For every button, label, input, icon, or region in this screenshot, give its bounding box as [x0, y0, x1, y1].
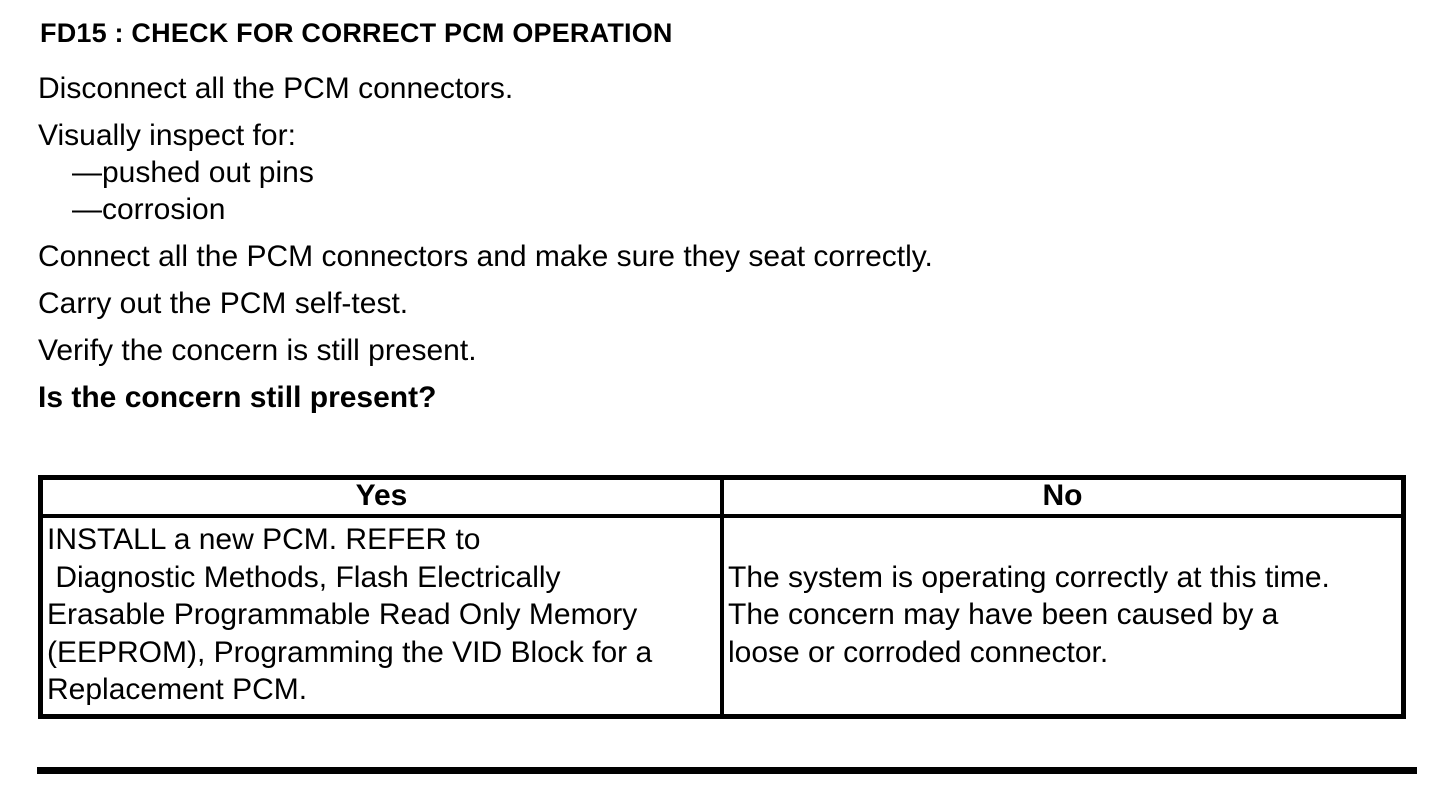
- inspect-item-pushed-out-pins: —pushed out pins: [72, 156, 314, 189]
- no-action-cell: The system is operating correctly at thi…: [720, 514, 1406, 718]
- test-step-title: FD15 : CHECK FOR CORRECT PCM OPERATION: [40, 18, 673, 48]
- instruction-inspect: Visually inspect for:: [38, 119, 296, 152]
- decision-table-action-row: INSTALL a new PCM. REFER to Diagnostic M…: [38, 514, 1406, 718]
- instruction-self-test: Carry out the PCM self-test.: [38, 287, 409, 320]
- inspect-list: —pushed out pins —corrosion: [38, 154, 1418, 228]
- section-divider-rule: [37, 766, 1417, 774]
- decision-table: Yes No INSTALL a new PCM. REFER to Diagn…: [38, 475, 1406, 719]
- decision-table-header-row: Yes No: [38, 475, 1406, 518]
- decision-question: Is the concern still present?: [38, 381, 437, 414]
- yes-action-cell: INSTALL a new PCM. REFER to Diagnostic M…: [38, 514, 724, 718]
- inspect-item-corrosion: —corrosion: [72, 193, 226, 226]
- instruction-disconnect: Disconnect all the PCM connectors.: [38, 72, 514, 105]
- yes-column-header: Yes: [38, 475, 724, 518]
- instruction-connect: Connect all the PCM connectors and make …: [38, 240, 933, 273]
- instruction-verify: Verify the concern is still present.: [38, 334, 477, 367]
- no-column-header: No: [720, 475, 1406, 518]
